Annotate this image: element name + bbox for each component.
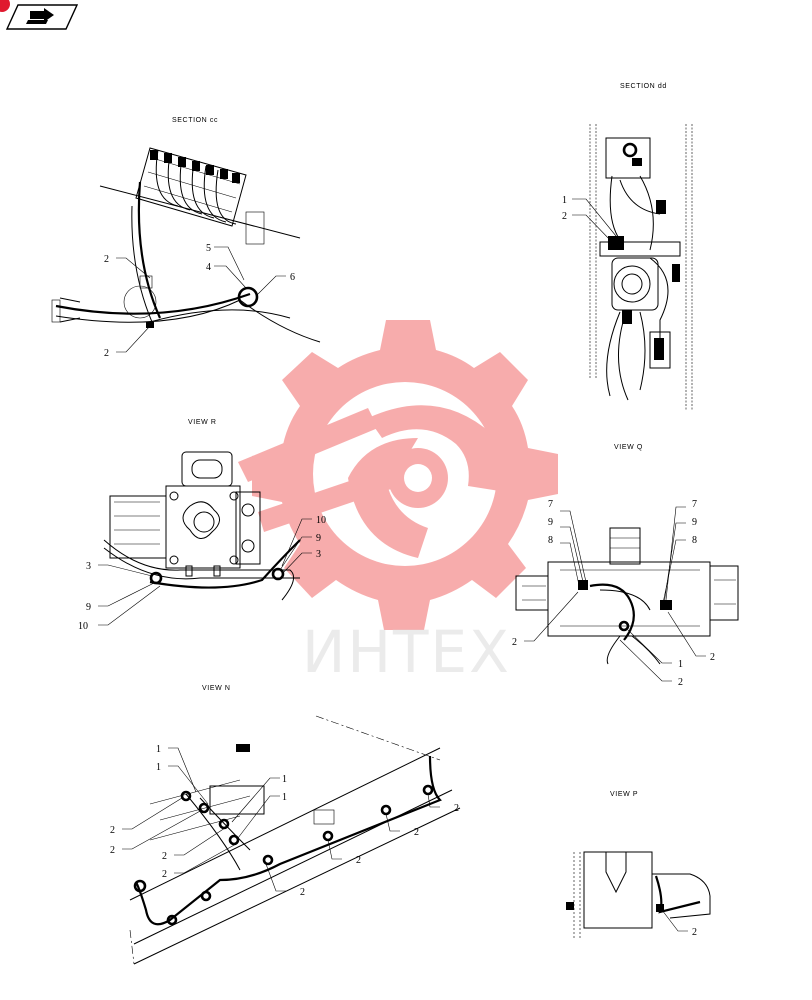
section-cc-callout-4: 4 (206, 262, 211, 273)
view-q-callout-8-right: 8 (692, 535, 697, 546)
view-q-title: VIEW Q (614, 444, 643, 451)
section-cc-callout-2b: 2 (104, 348, 109, 359)
view-n-callout-2g: 2 (414, 827, 419, 838)
view-n-title: VIEW N (202, 685, 231, 692)
view-r-callout-10-right: 10 (316, 515, 326, 526)
watermark-text: ИНТЕХ (302, 618, 511, 686)
view-r-callout-3-right: 3 (316, 549, 321, 560)
section-cc-title: SECTION cc (172, 117, 218, 124)
view-r-callout-9-left: 9 (86, 602, 91, 613)
view-q-callout-9-right: 9 (692, 517, 697, 528)
view-p-title: VIEW P (610, 791, 638, 798)
section-cc-callout-6: 6 (290, 272, 295, 283)
view-q-callout-7-left: 7 (548, 499, 553, 510)
view-n-callout-2a: 2 (110, 825, 115, 836)
view-n-drawing: VIEW N 1 1 1 1 2 2 2 2 2 2 (110, 685, 461, 965)
next-page-tab[interactable] (4, 4, 79, 30)
view-q-callout-8-left: 8 (548, 535, 553, 546)
view-p-callout-2: 2 (692, 927, 697, 938)
section-dd-drawing: SECTION dd 1 2 (562, 83, 693, 410)
view-n-callout-2c: 2 (162, 851, 167, 862)
view-q-callout-7-right: 7 (692, 499, 697, 510)
view-r-drawing: VIEW R 10 9 3 3 9 10 (78, 419, 326, 632)
view-q-drawing: VIEW Q 7 9 8 7 9 8 2 1 2 2 (512, 444, 739, 688)
view-n-callout-1d: 1 (282, 792, 287, 803)
view-n-callout-2h: 2 (454, 803, 459, 814)
section-dd-title: SECTION dd (620, 83, 667, 90)
view-q-callout-2-right: 2 (710, 652, 715, 663)
view-r-title: VIEW R (188, 419, 217, 426)
view-q-callout-9-left: 9 (548, 517, 553, 528)
view-r-callout-10-left: 10 (78, 621, 88, 632)
view-q-callout-2-bottom: 2 (678, 677, 683, 688)
page-corner-badge-icon (0, 0, 10, 12)
view-n-callout-2b: 2 (110, 845, 115, 856)
section-dd-callout-1: 1 (562, 195, 567, 206)
view-r-callout-3-left: 3 (86, 561, 91, 572)
view-n-callout-1b: 1 (156, 762, 161, 773)
next-page-arrow-icon (5, 4, 79, 30)
section-dd-callout-2: 2 (562, 211, 567, 222)
view-q-callout-2-left: 2 (512, 637, 517, 648)
view-n-callout-2e: 2 (300, 887, 305, 898)
view-n-callout-1c: 1 (282, 774, 287, 785)
view-n-callout-1a: 1 (156, 744, 161, 755)
view-n-callout-2f: 2 (356, 855, 361, 866)
view-n-callout-2d: 2 (162, 869, 167, 880)
view-r-callout-9-right: 9 (316, 533, 321, 544)
section-cc-callout-2a: 2 (104, 254, 109, 265)
section-cc-drawing: SECTION cc 2 (51, 117, 321, 359)
watermark-gear-logo: ИНТЕХ (238, 320, 558, 686)
view-p-drawing: VIEW P 2 (566, 791, 711, 938)
section-cc-callout-5: 5 (206, 243, 211, 254)
view-q-callout-1: 1 (678, 659, 683, 670)
